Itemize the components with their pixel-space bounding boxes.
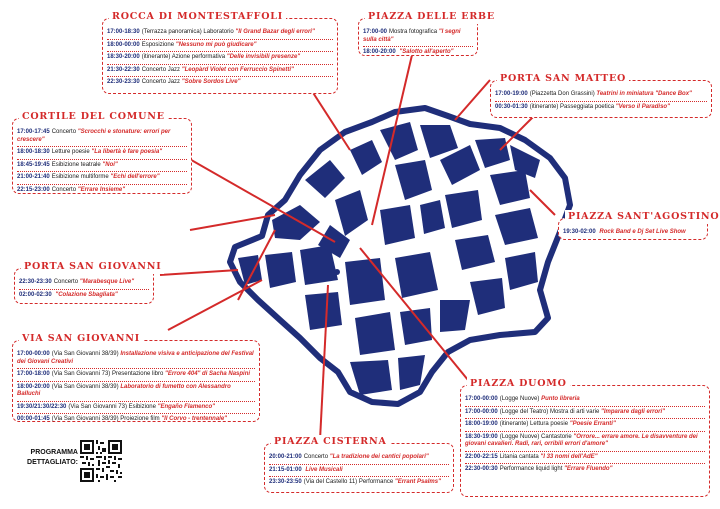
box-title: Porta San Giovanni [21, 260, 165, 274]
event-item: 00:00-01:45(Via San Giovanni 38/39) Proi… [17, 416, 228, 422]
box-piazza-duomo: Piazza Duomo 17:00-00:00(Logge Nuove) Pu… [460, 377, 710, 497]
event-item: 00:30-01:30(itinerante) Passeggiata poet… [495, 103, 670, 110]
event-item: 18:00-19:00(itinerante) Lettura poesie "… [465, 419, 705, 432]
event-item: 17:00-00:00(Logge del Teatro) Mostra di … [465, 407, 705, 419]
event-item: 17:00-00:00(Via San Giovanni 38/39) Inst… [17, 349, 255, 369]
event-list: 17:00-19:00(Piazzetta Don Grassini) Teat… [495, 89, 707, 113]
event-item: 18:30-19:00(Logge Nuove) Cantastorie "Or… [465, 432, 705, 452]
event-item: 17:00-18:00(Via San Giovanni 73) Present… [17, 369, 255, 382]
event-list: 19:30-02:00 Rock Band e Dj Set Live Show [563, 227, 703, 239]
box-porta-san-matteo: Porta San Matteo 17:00-19:00(Piazzetta D… [490, 72, 712, 118]
qr-label: PROGRAMMA DETTAGLIATO: [14, 448, 78, 468]
box-title: Rocca di Montestaffoli [109, 10, 287, 24]
qr-label-line2: DETTAGLIATO: [27, 459, 78, 466]
box-title: Porta San Matteo [497, 72, 630, 86]
event-item: 23:30-23:50(Via del Castello 11) Perform… [269, 479, 441, 485]
box-rocca-di-montestaffoli: Rocca di Montestaffoli 17:00-18:30(Terra… [102, 10, 338, 94]
event-list: 17:00-00:00(Logge Nuove) Punto libreria … [465, 394, 705, 476]
event-item: 17:00-19:00(Piazzetta Don Grassini) Teat… [495, 89, 707, 102]
event-item: 18:00-20:00 "Salotto all'aperto" [363, 49, 454, 55]
event-item: 17:00-00:00(Logge Nuove) Punto libreria [465, 394, 705, 407]
event-item: 18:30-20:00(itinerante) Azione performat… [107, 52, 333, 65]
event-item: 21:15-01:00 Live Musicali [269, 465, 449, 477]
leader-lines [159, 54, 556, 441]
box-title: Piazza Duomo [467, 377, 570, 391]
box-title: Via San Giovanni [19, 332, 143, 346]
building-blocks [238, 122, 540, 395]
event-item: 18:00-20:00(Via San Giovanni 38/39) Labo… [17, 382, 255, 402]
box-via-san-giovanni: Via San Giovanni 17:00-00:00(Via San Gio… [12, 332, 260, 422]
cisterna-well [334, 269, 340, 275]
box-title: Piazza Cisterna [271, 435, 390, 449]
box-title: Piazza delle Erbe [365, 10, 498, 24]
box-title: Cortile del Comune [19, 110, 168, 124]
event-item: 02:00-02:30 "Colazione Sbagliata" [19, 291, 118, 298]
event-item: 19:30-02:00 Rock Band e Dj Set Live Show [563, 229, 686, 235]
qr-code[interactable] [80, 440, 122, 482]
event-list: 17:00-18:30(Terrazza panoramica) Laborat… [107, 27, 333, 89]
event-item: 19:30/21:30/22:30(Via San Giovanni 73) E… [17, 402, 255, 414]
box-piazza-sant-agostino: Piazza Sant'Agostino 19:30-02:00 Rock Ba… [558, 210, 720, 240]
box-title: Piazza Sant'Agostino [565, 210, 720, 224]
event-list: 17:00-00:00(Via San Giovanni 38/39) Inst… [17, 349, 255, 426]
qr-label-line1: PROGRAMMA [30, 449, 78, 456]
event-item: 17:00-18:30(Terrazza panoramica) Laborat… [107, 27, 333, 40]
